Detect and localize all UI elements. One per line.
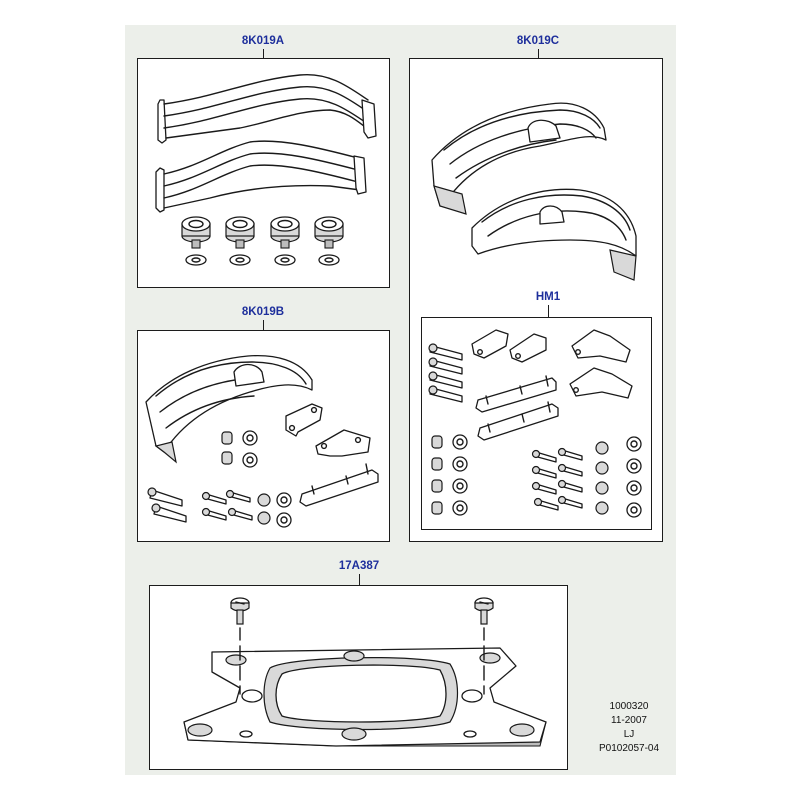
- stamp-date: 11-2007: [611, 715, 647, 726]
- leader-8k019c: [538, 49, 540, 58]
- brackets-8k019b: [285, 403, 379, 507]
- bolts-hm1: [428, 343, 583, 511]
- rail-upper-8k019a: [157, 73, 377, 144]
- guard-lower-8k019c: [471, 188, 637, 281]
- stamp-drawing-id: P0102057-04: [598, 743, 660, 754]
- kit-box-8k019a: [137, 58, 390, 288]
- kit-label-8k019c: 8K019C: [516, 35, 560, 47]
- kit-label-8k019a: 8K019A: [241, 35, 285, 47]
- knob-set-8k019a: [181, 216, 344, 266]
- drawing-reference-stamp: 1000320 11-2007 LJ P0102057-04: [594, 700, 664, 756]
- kit-label-8k019b: 8K019B: [241, 306, 285, 318]
- leader-hm1: [548, 305, 550, 317]
- kit-label-17a387: 17A387: [338, 560, 380, 572]
- spacers-washers-hm1: [431, 434, 642, 518]
- stamp-number: 1000320: [609, 701, 649, 712]
- guard-8k019b: [145, 354, 313, 464]
- leader-8k019b: [263, 320, 265, 330]
- fasteners-8k019b: [147, 430, 292, 528]
- leader-17a387: [359, 574, 361, 585]
- mounting-plate-17a387: [183, 647, 547, 747]
- rail-lower-8k019a: [155, 140, 367, 213]
- screw-right-17a387: [474, 597, 494, 695]
- screw-left-17a387: [230, 597, 250, 695]
- stamp-initials: LJ: [623, 729, 635, 740]
- leader-8k019a: [263, 49, 265, 58]
- kit-label-hm1: HM1: [535, 291, 561, 303]
- brackets-hm1: [471, 329, 633, 441]
- guard-upper-8k019c: [431, 102, 607, 215]
